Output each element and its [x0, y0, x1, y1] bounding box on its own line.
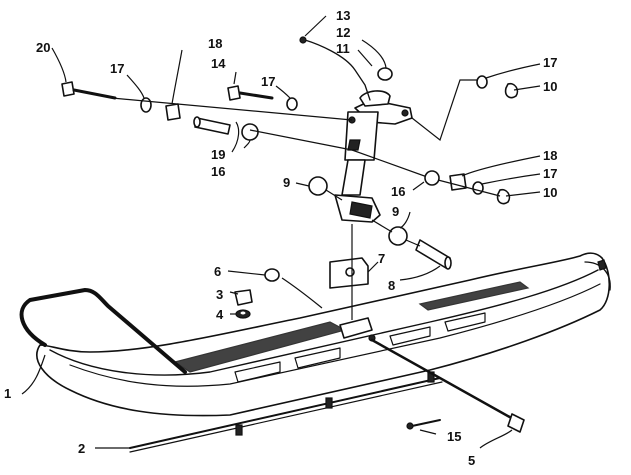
callout-6: 6	[214, 264, 221, 279]
bolt-group-upper-left	[61, 81, 181, 121]
bushing-6	[264, 268, 280, 282]
callout-labels: 1 2 3 4 5 6 7 8 9 9 10 10 11 12 13 14 15…	[4, 8, 557, 468]
callout-16-left: 16	[211, 164, 225, 179]
callout-2: 2	[78, 441, 85, 456]
callout-20: 20	[36, 40, 50, 55]
callout-5: 5	[468, 453, 475, 468]
callout-8: 8	[388, 278, 395, 293]
callout-18-left: 18	[208, 36, 222, 51]
callout-12: 12	[336, 25, 350, 40]
callout-9-left: 9	[283, 175, 290, 190]
callout-18-right: 18	[543, 148, 557, 163]
callout-1: 1	[4, 386, 11, 401]
ski	[36, 252, 611, 453]
callout-17-far-left: 17	[110, 61, 124, 76]
leader-lines	[21, 15, 541, 449]
callout-17-lower-right: 17	[543, 166, 557, 181]
callout-10-lower: 10	[543, 185, 557, 200]
callout-19: 19	[211, 147, 225, 162]
callout-16-right: 16	[391, 184, 405, 199]
callout-10-upper: 10	[543, 79, 557, 94]
spindle-assembly	[334, 67, 413, 223]
callout-14: 14	[211, 56, 226, 71]
callout-9-right: 9	[392, 204, 399, 219]
nut-3	[234, 289, 253, 306]
callout-17-mid-left: 17	[261, 74, 275, 89]
callout-11: 11	[336, 41, 350, 56]
callout-13: 13	[336, 8, 350, 23]
callout-17-upper-right: 17	[543, 55, 557, 70]
callout-4: 4	[216, 307, 224, 322]
callout-7: 7	[378, 251, 385, 266]
callout-3: 3	[216, 287, 223, 302]
callout-15: 15	[447, 429, 461, 444]
ski-loop-handle	[19, 288, 187, 374]
